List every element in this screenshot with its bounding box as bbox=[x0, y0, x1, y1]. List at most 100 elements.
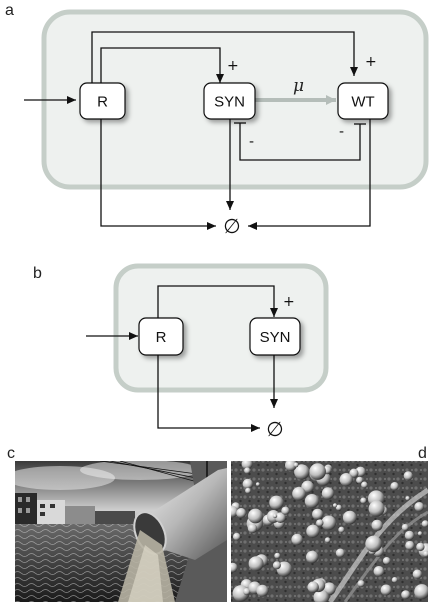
node-wt-a-label: WT bbox=[351, 94, 374, 111]
microsphere bbox=[416, 542, 425, 552]
microsphere bbox=[414, 584, 428, 600]
syn-repression-sign: - bbox=[249, 134, 254, 150]
microsphere bbox=[293, 462, 299, 468]
syn-activation-sign-b: + bbox=[283, 294, 295, 310]
microsphere bbox=[404, 530, 415, 541]
activation-r-syn-b bbox=[157, 285, 278, 319]
microsphere bbox=[321, 515, 337, 531]
wt-repression-sign: - bbox=[339, 124, 344, 140]
microsphere bbox=[401, 590, 411, 600]
degradation-sink-a: ∅ bbox=[223, 214, 240, 238]
microsphere bbox=[421, 520, 428, 528]
repression-syn-wt-loop bbox=[239, 123, 361, 161]
panel-b-letter: b bbox=[33, 265, 42, 282]
microsphere bbox=[231, 562, 238, 573]
panel-c: c bbox=[7, 445, 227, 602]
microsphere bbox=[324, 537, 331, 543]
microsphere bbox=[307, 581, 319, 593]
microsphere bbox=[281, 506, 290, 515]
mutation-rate-label: μ bbox=[293, 76, 304, 96]
network-edges-a bbox=[24, 31, 371, 230]
industrial-discharge-pipe-photo bbox=[15, 461, 227, 602]
network-edges-b bbox=[86, 285, 278, 432]
panel-a: a μ + + - - R bbox=[5, 2, 429, 238]
microsphere bbox=[380, 584, 392, 596]
microsphere bbox=[361, 481, 368, 489]
microsphere bbox=[231, 505, 239, 518]
panel-c-letter: c bbox=[7, 445, 15, 462]
microsphere bbox=[405, 496, 410, 501]
microsphere bbox=[232, 532, 241, 541]
microsphere bbox=[255, 482, 260, 487]
microsphere bbox=[269, 495, 284, 510]
microsphere bbox=[312, 508, 324, 520]
panel-d: d bbox=[231, 445, 428, 602]
degradation-r-a bbox=[100, 118, 216, 230]
microsphere bbox=[304, 494, 319, 509]
microsphere bbox=[423, 550, 428, 557]
microsphere bbox=[382, 557, 391, 565]
microsphere bbox=[412, 569, 423, 579]
microsphere bbox=[245, 487, 251, 494]
microsphere bbox=[244, 467, 251, 474]
microsphere bbox=[321, 487, 334, 500]
microsphere bbox=[309, 463, 327, 480]
microsphere bbox=[316, 519, 324, 527]
activation-r-wt bbox=[91, 31, 358, 84]
microsphere bbox=[275, 512, 286, 523]
microsphere bbox=[243, 588, 251, 596]
node-syn-a-label: SYN bbox=[214, 94, 245, 111]
microsphere bbox=[247, 523, 258, 534]
microsphere bbox=[373, 566, 385, 577]
node-syn-b-label: SYN bbox=[260, 329, 291, 346]
microsphere bbox=[405, 540, 415, 551]
degradation-r-b bbox=[157, 355, 260, 432]
microsphere bbox=[360, 497, 367, 504]
degradation-wt-a bbox=[248, 118, 371, 230]
microsphere bbox=[417, 531, 423, 536]
microsphere bbox=[313, 589, 330, 602]
microsphere bbox=[338, 526, 345, 533]
microsphere bbox=[242, 478, 253, 490]
microsphere bbox=[274, 552, 281, 559]
microsphere bbox=[390, 482, 399, 491]
microsphere bbox=[356, 476, 364, 484]
microsphere-micrograph-photo bbox=[231, 461, 428, 602]
microsphere bbox=[248, 508, 263, 524]
wt-activation-sign-a: + bbox=[365, 54, 377, 70]
microsphere bbox=[256, 584, 269, 597]
panel-d-letter: d bbox=[418, 445, 427, 462]
node-wt-a: WT bbox=[337, 82, 389, 120]
microsphere bbox=[403, 471, 413, 481]
microsphere bbox=[401, 523, 409, 531]
microsphere bbox=[339, 473, 353, 487]
microsphere bbox=[357, 580, 365, 588]
microsphere bbox=[335, 504, 342, 511]
syn-activation-sign-a: + bbox=[227, 58, 239, 74]
node-r-a: R bbox=[79, 82, 126, 120]
microsphere bbox=[335, 548, 345, 558]
node-r-b-label: R bbox=[156, 329, 167, 346]
node-r-b: R bbox=[138, 317, 184, 356]
microsphere bbox=[241, 461, 253, 470]
degradation-sink-b: ∅ bbox=[266, 417, 283, 441]
microsphere bbox=[272, 561, 281, 570]
activation-r-syn bbox=[100, 47, 224, 84]
microsphere bbox=[365, 535, 382, 553]
microsphere bbox=[332, 503, 338, 508]
microsphere bbox=[371, 519, 383, 531]
node-syn-a: SYN bbox=[203, 82, 256, 120]
microsphere bbox=[272, 513, 278, 519]
microsphere bbox=[342, 510, 357, 525]
microsphere bbox=[292, 486, 306, 501]
microsphere bbox=[414, 502, 425, 512]
node-syn-b: SYN bbox=[249, 317, 301, 356]
microsphere bbox=[368, 500, 385, 517]
microsphere bbox=[291, 533, 303, 546]
microsphere bbox=[391, 577, 398, 583]
panel-b: b + R SYN ∅ bbox=[33, 263, 329, 441]
panel-a-letter: a bbox=[5, 2, 14, 19]
microsphere bbox=[236, 508, 247, 518]
microsphere bbox=[248, 556, 264, 572]
microsphere bbox=[306, 550, 319, 564]
